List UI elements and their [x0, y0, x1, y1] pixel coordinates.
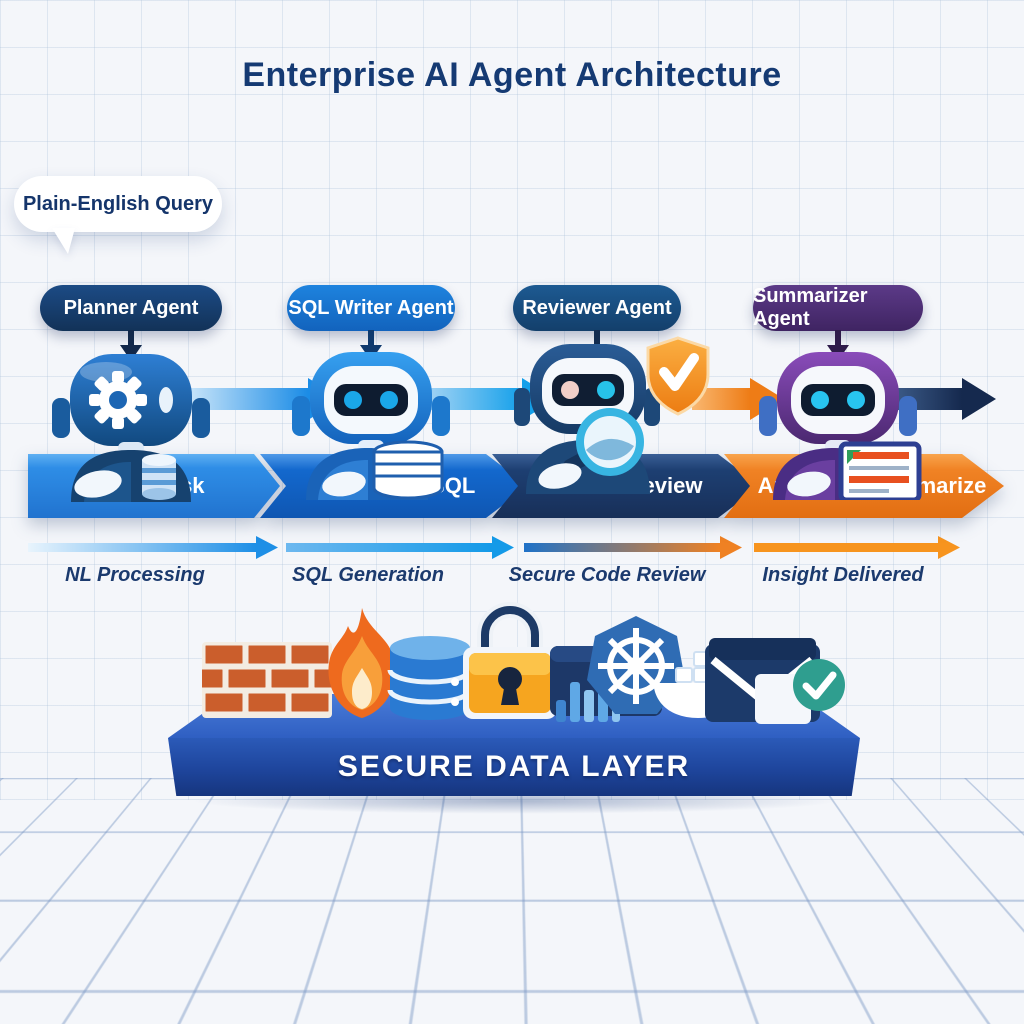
check-badge-icon	[793, 659, 845, 711]
summarizer-agent-label: Summarizer Agent	[753, 285, 868, 330]
magnifier-icon	[563, 408, 644, 476]
reviewer-agent-label: Reviewer Agent	[522, 296, 672, 319]
secure-data-layer-banner: SECURE DATA LAYER	[168, 738, 860, 796]
flame-icon	[328, 608, 396, 718]
report-document-icon	[838, 441, 922, 500]
firewall-bricks-icon	[202, 642, 332, 718]
speech-bubble-tail	[52, 228, 75, 254]
query-speech-bubble-label: Plain-English Query	[22, 192, 214, 215]
database-icon	[387, 636, 473, 720]
sql-writer-agent-pill: SQL Writer Agent	[287, 285, 455, 331]
query-speech-bubble: Plain-English Query	[14, 176, 222, 232]
perspective-floor	[0, 778, 1024, 1024]
summarizer-robot-report-icon	[759, 352, 922, 500]
planner-robot-gear-icon	[52, 354, 210, 502]
sql-writer-robot-database-icon	[292, 352, 450, 500]
reviewer-robot-magnifier-shield-icon	[514, 336, 710, 494]
secure-review-arrow-icon	[524, 536, 742, 559]
database-stack-icon	[372, 440, 444, 500]
reviewer-agent-pill: Reviewer Agent	[513, 285, 681, 331]
planner-agent-label: Planner Agent	[63, 296, 199, 319]
insight-arrow-icon	[754, 536, 960, 559]
nl-processing-arrow-icon	[28, 536, 278, 559]
small-database-icon	[142, 454, 176, 500]
gear-icon	[89, 371, 147, 429]
secure-data-layer-label: SECURE DATA LAYER	[337, 750, 691, 783]
stage-label-sql-generation: SQL Generation	[292, 564, 444, 586]
stage-label-insight-delivered: Insight Delivered	[762, 564, 924, 586]
stage-label-nl-processing: NL Processing	[65, 564, 205, 586]
shield-check-icon	[646, 336, 710, 416]
stage-arrows	[28, 536, 960, 559]
planner-agent-pill: Planner Agent	[40, 285, 222, 331]
stage-label-secure-code-review: Secure Code Review	[508, 564, 706, 586]
summarizer-agent-pill: Summarizer Agent	[753, 285, 923, 331]
down-arrow-icon	[120, 330, 142, 361]
sql-writer-agent-label: SQL Writer Agent	[288, 296, 454, 319]
page-title: Enterprise AI Agent Architecture	[242, 56, 782, 94]
sql-generation-arrow-icon	[286, 536, 514, 559]
padlock-icon	[463, 602, 557, 719]
